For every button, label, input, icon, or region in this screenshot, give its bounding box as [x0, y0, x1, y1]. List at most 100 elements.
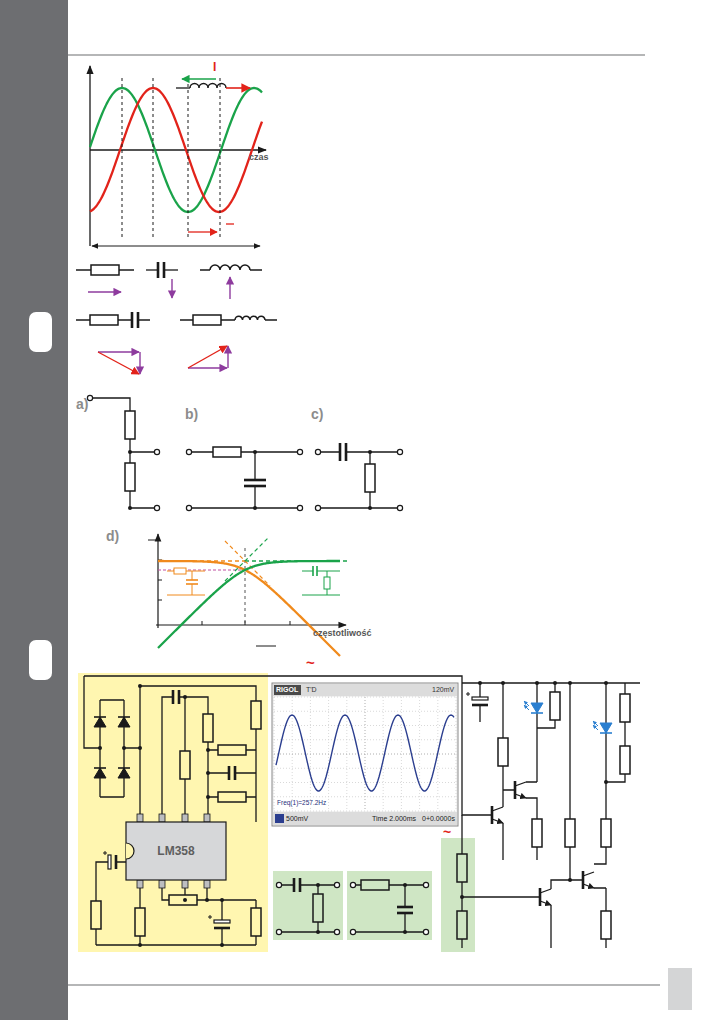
junction-dot: [403, 930, 407, 934]
ic-pin: [159, 880, 165, 888]
resistor-symbol: [324, 577, 330, 589]
terminal: [423, 929, 428, 934]
wire: [208, 750, 256, 797]
volts-per-div: 500mV: [286, 815, 308, 822]
guide-line: [153, 78, 154, 240]
transistor-symbol: [492, 807, 503, 811]
capacitor-symbol: [157, 262, 160, 278]
transistor-symbol: [540, 901, 551, 905]
ic-chip: LM358: [126, 822, 226, 880]
wire: [162, 697, 208, 822]
ic-pin: [137, 814, 143, 822]
capacitor-gap: [158, 261, 164, 279]
polarity-mark: [468, 692, 469, 696]
ic-body: [126, 822, 226, 880]
current-label: I: [213, 61, 216, 73]
grid-line: [274, 754, 456, 755]
highlight-panel: [347, 871, 432, 940]
resistor-symbol: [193, 315, 221, 325]
junction-dot: [183, 898, 187, 902]
highlight-panel: [441, 838, 475, 952]
capacitor-symbol: [131, 312, 134, 328]
axis: [89, 66, 90, 246]
panel-letter: b): [185, 407, 198, 421]
led-symbol: [600, 732, 612, 734]
guide-line: [220, 78, 221, 240]
voltage-curve: [90, 88, 262, 212]
wire: [462, 682, 640, 683]
grid-line: [401, 697, 402, 811]
junction-dot: [206, 748, 210, 752]
resistor-symbol: [174, 568, 186, 574]
resistor-symbol: [601, 819, 611, 847]
status-label: T'D: [306, 686, 317, 693]
guide-line: [122, 78, 123, 240]
wire: [100, 700, 140, 797]
terminal: [276, 882, 281, 887]
resistor-symbol: [457, 854, 467, 882]
terminal: [186, 449, 191, 454]
resistor-symbol: [550, 692, 560, 720]
ic-pin: [137, 880, 143, 888]
inductor-symbol: [210, 265, 250, 270]
ic-pin: [204, 814, 210, 822]
terminal: [315, 449, 320, 454]
grid-line: [419, 697, 420, 811]
fraction-bar: [256, 646, 276, 647]
grid-line: [274, 739, 456, 740]
terminal: [350, 882, 355, 887]
ic-pin: [204, 880, 210, 888]
junction-dot: [535, 681, 539, 685]
transistor-symbol: [492, 819, 503, 823]
capacitor-symbol: [244, 485, 266, 488]
highlight-panel: [78, 673, 268, 952]
phase-arrow: [188, 231, 217, 232]
junction-dot: [403, 883, 407, 887]
terminal: [315, 505, 320, 510]
channel-icon: [275, 814, 284, 823]
led-ray: [593, 725, 598, 730]
highlight-panel: [273, 871, 343, 940]
resistor-symbol: [457, 911, 467, 939]
junction-dot: [128, 506, 132, 510]
axis: [156, 624, 346, 625]
resistor-symbol: [180, 751, 190, 779]
inductor-symbol: [235, 316, 265, 320]
axis-label: częstotliwość: [313, 629, 372, 638]
brand-label: RIGOL: [276, 686, 298, 693]
axis-label: czas: [249, 153, 269, 162]
wire: [176, 87, 190, 88]
junction-dot: [501, 681, 505, 685]
resistor-symbol: [620, 694, 630, 722]
junction-dot: [205, 898, 209, 902]
junction-dot: [316, 930, 320, 934]
ac-symbol: ~: [443, 825, 451, 839]
capacitor-symbol: [115, 855, 118, 869]
diode-symbol: [94, 716, 106, 718]
side-bar: [0, 0, 68, 1020]
terminal: [186, 505, 191, 510]
wire: [84, 676, 100, 748]
terminal: [397, 505, 402, 510]
capacitor-gap: [396, 907, 414, 913]
vector-arrow: [98, 352, 139, 374]
transistor-symbol: [582, 871, 585, 889]
capacitor-gap: [229, 765, 235, 781]
axis: [157, 534, 158, 628]
junction-dot: [253, 450, 257, 454]
trigger-level: 120mV: [432, 686, 454, 693]
period-arrow: [92, 246, 260, 247]
junction-dot: [460, 895, 464, 899]
resistor-symbol: [365, 464, 375, 492]
oscilloscope-grid: [274, 697, 456, 811]
tick: [158, 600, 162, 601]
junction-dot: [220, 898, 224, 902]
resistor-symbol: [498, 738, 508, 766]
resistor-symbol: [251, 908, 261, 936]
junction-dot: [604, 780, 608, 784]
wire: [551, 880, 570, 948]
resistor-symbol: [91, 901, 101, 929]
current-curve: [90, 88, 262, 212]
diode-symbol: [118, 768, 130, 778]
